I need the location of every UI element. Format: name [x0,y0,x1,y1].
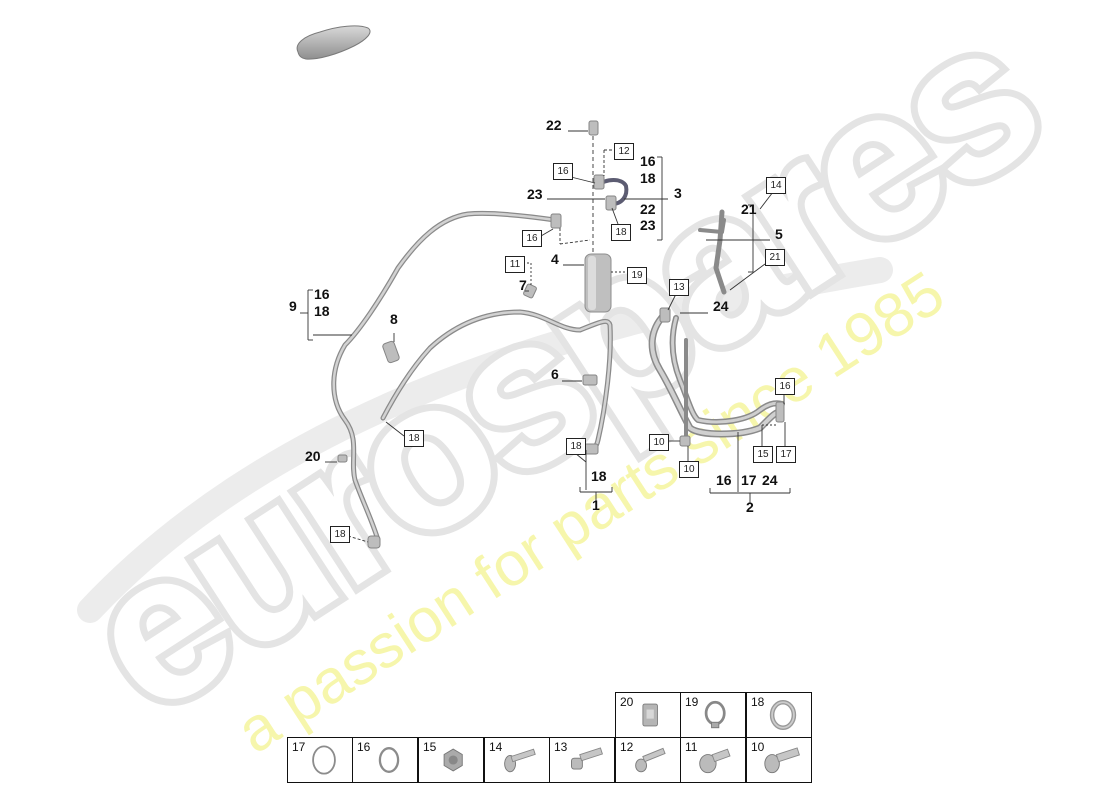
refrigerant-line-9 [331,210,558,543]
callout-16[interactable]: 16 [640,153,656,169]
car-silhouette-icon [296,25,371,60]
refrigerant-line-2 [648,311,785,442]
boxed-ref-18[interactable]: 18 [330,526,350,543]
callout-16[interactable]: 16 [314,286,330,302]
legend-cell-14[interactable]: 14 [484,737,550,783]
o-ring-small-icon [378,747,400,773]
callout-18[interactable]: 18 [640,170,656,186]
sensor-8 [382,340,400,364]
callout-24[interactable]: 24 [762,472,778,488]
legend-cell-17[interactable]: 17 [287,737,353,783]
hose-3 [596,178,629,206]
valve-22 [588,120,599,136]
fitting-right [775,401,785,423]
boxed-ref-17[interactable]: 17 [776,446,796,463]
nut-20 [337,454,348,463]
leader-lines [300,130,791,543]
callout-17[interactable]: 17 [741,472,757,488]
pan-head-bolt-icon [764,747,800,774]
boxed-ref-15[interactable]: 15 [753,446,773,463]
legend-cell-10[interactable]: 10 [746,737,812,783]
callout-7[interactable]: 7 [519,277,527,293]
callout-2[interactable]: 2 [746,499,754,515]
boxed-ref-19[interactable]: 19 [627,267,647,284]
legend-number: 11 [685,740,698,754]
boxed-ref-10[interactable]: 10 [679,461,699,478]
legend-number: 19 [685,695,699,709]
callout-5[interactable]: 5 [775,226,783,242]
legend-number: 18 [751,695,765,709]
sealing-ring-icon [769,700,797,730]
callout-22[interactable]: 22 [640,201,656,217]
torx-bolt-icon [635,747,666,773]
legend-cell-12[interactable]: 12 [615,737,681,783]
callout-1[interactable]: 1 [592,497,600,513]
flange-nut-icon [443,748,463,772]
clip-6 [582,374,598,386]
boxed-ref-16[interactable]: 16 [775,378,795,395]
boxed-ref-12[interactable]: 12 [614,143,634,160]
fitting-top [593,174,605,190]
boxed-ref-18[interactable]: 18 [566,438,586,455]
fitting-mid [605,195,617,211]
legend-number: 15 [423,740,437,754]
clip-nut-icon [642,703,658,727]
callout-23[interactable]: 23 [527,186,543,202]
legend-number: 17 [292,740,306,754]
receiver-drier-4 [584,253,612,313]
callout-9[interactable]: 9 [289,298,297,314]
legend-number: 20 [620,695,634,709]
socket-bolt-icon [571,747,603,770]
hose-clamp-icon [704,700,726,729]
legend-cell-13[interactable]: 13 [549,737,615,783]
boxed-ref-21[interactable]: 21 [765,249,785,266]
legend-cell-16[interactable]: 16 [352,737,418,783]
collar-bolt-icon [504,748,536,773]
legend-number: 13 [554,740,568,754]
boxed-ref-13[interactable]: 13 [669,279,689,296]
o-ring-icon [312,745,336,775]
callout-21[interactable]: 21 [741,201,757,217]
boxed-ref-16[interactable]: 16 [522,230,542,247]
callout-4[interactable]: 4 [551,251,559,267]
fitting-13 [659,307,671,323]
boxed-ref-18[interactable]: 18 [404,430,424,447]
callout-18[interactable]: 18 [314,303,330,319]
boxed-ref-18[interactable]: 18 [611,224,631,241]
callout-6[interactable]: 6 [551,366,559,382]
legend-number: 10 [751,740,765,754]
callout-23[interactable]: 23 [640,217,656,233]
callout-24[interactable]: 24 [713,298,729,314]
boxed-ref-14[interactable]: 14 [766,177,786,194]
legend-cell-15[interactable]: 15 [418,737,484,783]
legend-cell-19[interactable]: 19 [680,692,746,738]
legend-cell-11[interactable]: 11 [680,737,746,783]
legend-number: 16 [357,740,371,754]
fitting-16 [550,213,562,229]
bracket-5 [698,209,727,295]
callout-16[interactable]: 16 [716,472,732,488]
legend-cell-20[interactable]: 20 [615,692,681,738]
legend-cell-18[interactable]: 18 [746,692,812,738]
boxed-ref-11[interactable]: 11 [505,256,525,273]
fitting-10 [679,435,691,447]
valve-7 [523,283,537,299]
callout-22[interactable]: 22 [546,117,562,133]
legend-number: 12 [620,740,634,754]
callout-8[interactable]: 8 [390,311,398,327]
refrigerant-line-1 [380,309,613,454]
fitting-left-bottom [367,535,381,549]
legend-number: 14 [489,740,503,754]
callout-20[interactable]: 20 [305,448,321,464]
boxed-ref-10[interactable]: 10 [649,434,669,451]
callout-3[interactable]: 3 [674,185,682,201]
button-head-bolt-icon [699,748,731,774]
callout-18[interactable]: 18 [591,468,607,484]
boxed-ref-16[interactable]: 16 [553,163,573,180]
